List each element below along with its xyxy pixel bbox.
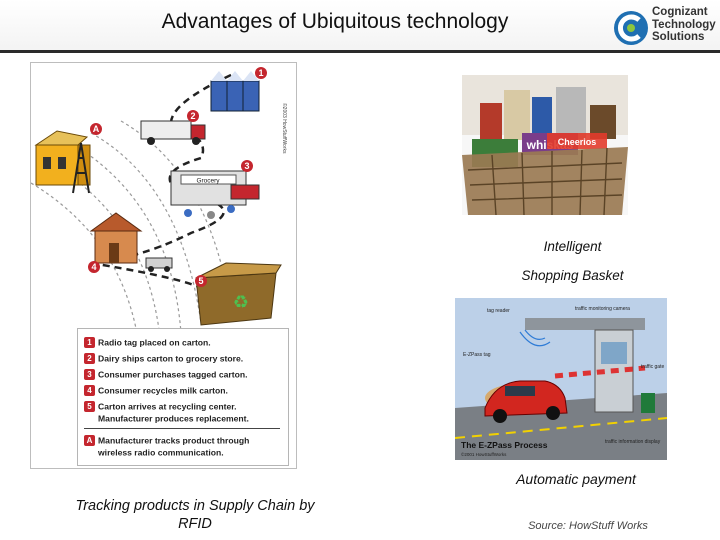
ezpass-process-title: The E-ZPass Process: [461, 440, 548, 450]
marker-a: A: [93, 124, 100, 134]
ezpass-image: The E-ZPass Process ©2001 HowStuffWorks …: [455, 298, 667, 460]
ezpass-gate-label: traffic gate: [641, 364, 664, 370]
source-caption: Source: HowStuff Works: [528, 520, 648, 532]
legend-text: wireless radio communication.: [98, 447, 224, 458]
marker-3: 3: [244, 161, 249, 171]
svg-text:♻: ♻: [233, 292, 249, 313]
ezpass-illustration: The E-ZPass Process ©2001 HowStuffWorks …: [455, 298, 667, 460]
marker-5: 5: [198, 276, 203, 286]
step-markers: 1 2 3 4 5 A: [88, 67, 267, 287]
ezpass-display-label: traffic information display: [605, 439, 661, 445]
logo-text: Cognizant Technology Solutions: [652, 6, 716, 44]
legend-text: Consumer recycles milk carton.: [98, 385, 228, 396]
delivery-truck-icon: [140, 120, 206, 145]
diagram-copyright: ©2003 HowStuffWorks: [281, 103, 288, 154]
ezpass-camera-label: traffic monitoring camera: [575, 306, 630, 312]
rfid-diagram: Grocery ♻ 1 2 3 4 5 A ©2003 HowStuffWork…: [30, 62, 297, 469]
legend-row: wireless radio communication.: [98, 447, 224, 458]
legend-badge: 5: [84, 401, 95, 413]
basket-caption-line: Intelligent: [543, 239, 602, 254]
legend-divider: [84, 428, 280, 429]
recycling-bin-icon: ♻: [195, 262, 282, 326]
basket-caption: Intelligent Shopping Basket: [470, 232, 675, 290]
legend-badge: 1: [84, 337, 95, 349]
ezpass-tag-label: E-ZPass tag: [463, 352, 491, 358]
rfid-caption-line: Tracking products in Supply Chain by: [75, 498, 315, 514]
legend-text: Carton arrives at recycling center.: [98, 401, 237, 412]
marker-4: 4: [91, 262, 96, 272]
house-icon: [89, 212, 173, 272]
legend-text: Dairy ships carton to grocery store.: [98, 353, 244, 364]
cognizant-logo: Cognizant Technology Solutions: [612, 6, 716, 50]
rfid-caption-line: RFID: [178, 516, 212, 532]
logo-line: Cognizant: [652, 6, 708, 18]
basket-caption-line: Shopping Basket: [521, 268, 624, 283]
legend-badge: 2: [84, 353, 95, 365]
rfid-caption: Tracking products in Supply Chain by RFI…: [30, 497, 360, 533]
grocery-sign-text: Grocery: [196, 178, 220, 185]
marker-2: 2: [190, 111, 195, 121]
legend-text: Manufacturer tracks product through: [98, 435, 250, 446]
legend-text: Consumer purchases tagged carton.: [98, 369, 248, 380]
legend-badge: 4: [84, 385, 95, 397]
logo-line: Technology: [652, 18, 716, 31]
shopping-basket-image: whiskas Cheerios: [462, 75, 628, 215]
slide-title: Advantages of Ubiquitous technology: [161, 10, 509, 33]
dairy-building-icon: [34, 130, 91, 194]
grocery-store-icon: Grocery: [170, 170, 260, 219]
legend-text: Radio tag placed on carton.: [98, 337, 211, 348]
ezpass-caption: Automatic payment: [516, 471, 636, 487]
basket-label: Cheerios: [558, 137, 597, 147]
legend-row: Manufacturer produces replacement.: [98, 413, 249, 424]
milk-cartons-icon: [210, 71, 260, 112]
legend-badge: A: [84, 435, 95, 447]
ezpass-tag-reader-label: tag reader: [487, 308, 510, 314]
title-band: [0, 0, 720, 52]
cognizant-logo-mark: [614, 11, 648, 45]
title-rule: [0, 50, 720, 53]
shopping-basket-photo: whiskas Cheerios: [462, 75, 628, 215]
marker-1: 1: [258, 68, 263, 78]
legend-badge: 3: [84, 369, 95, 381]
logo-line: Solutions: [652, 31, 705, 43]
ezpass-copyright: ©2001 HowStuffWorks: [461, 451, 507, 457]
rfid-illustration: Grocery ♻ 1 2 3 4 5 A ©2003 HowStuffWork…: [31, 67, 288, 364]
legend-text: Manufacturer produces replacement.: [98, 413, 249, 424]
